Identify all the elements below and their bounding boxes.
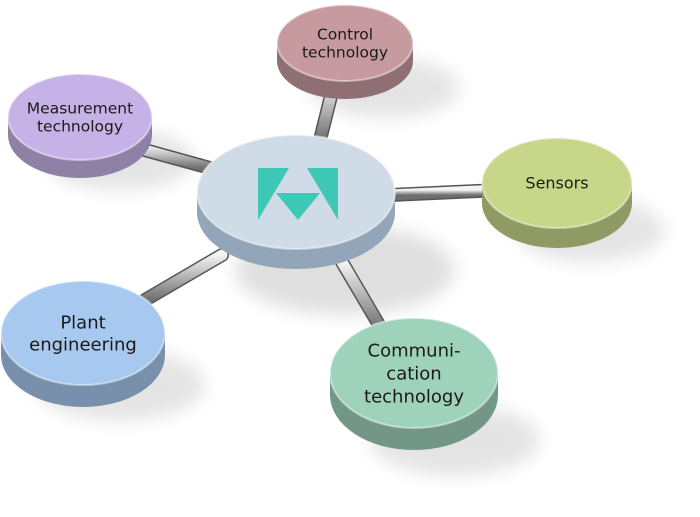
node-label-communication-line-3: technology [364,386,464,407]
node-label-communication-line-2: cation [386,363,441,384]
node-discs: ControltechnologyMeasurementtechnologySe… [0,4,633,450]
node-disc-rim [0,280,166,386]
node-disc-rim [481,137,633,229]
node-label-measurement-line-2: technology [37,117,123,135]
node-label-plant-line-1: Plant [60,312,105,333]
node-disc-top [1,281,165,385]
node-label-plant-line-2: engineering [29,334,137,355]
node-disc-top [330,318,498,428]
rod-sensors [383,183,507,202]
triangle-logo-icon [258,168,338,220]
node-disc-rim [329,317,499,429]
node-label-sensors-line-1: Sensors [525,174,588,193]
center-hub-disc [196,134,396,269]
node-disc-top [277,5,413,81]
node-label-control-line-1: Control [317,25,373,43]
node-disc-top [482,138,632,228]
node-disc-rim [276,4,414,82]
node-disc-top [8,74,152,160]
node-sensors: Sensors [481,137,633,248]
rod-plant [138,248,229,307]
node-label-measurement-line-1: Measurement [27,99,133,117]
node-disc-rim [7,73,153,161]
node-label-control-line-2: technology [302,43,388,61]
rod-communication [335,255,389,337]
node-label-communication-line-1: Communi- [368,340,461,361]
